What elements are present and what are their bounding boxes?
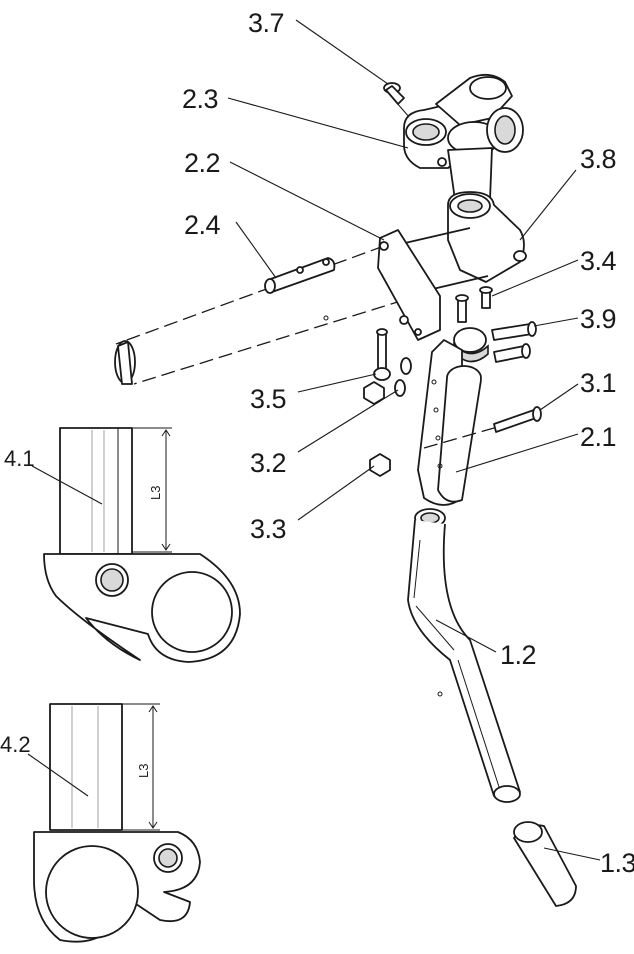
callout-2-1: 2.1: [580, 422, 616, 452]
part-3-8-stem-clamp: [447, 191, 527, 283]
dimension-l3-4-2: L3: [136, 764, 151, 778]
part-3-5-bolt: [373, 328, 391, 381]
leader-lines: [27, 19, 601, 861]
callout-labels: 3.7 2.3 2.2 2.4 3.8 3.4 3.9 3.5 3.1 3.2 …: [0, 8, 634, 878]
callout-4-2: 4.2: [0, 732, 31, 757]
callout-2-3: 2.3: [182, 84, 218, 114]
detail-4-1-clamp: [43, 427, 241, 663]
callout-3-8: 3.8: [580, 144, 616, 174]
part-3-9-bolts: [491, 321, 537, 363]
callout-2-2: 2.2: [184, 148, 220, 178]
part-3-3-nut: [369, 453, 391, 477]
part-2-2-tube: [114, 227, 489, 385]
part-3-7-bolt: [383, 82, 411, 119]
part-2-3-top-clamp: [403, 73, 524, 201]
callout-2-4: 2.4: [184, 210, 221, 240]
callout-4-1: 4.1: [4, 446, 35, 471]
callout-3-9: 3.9: [580, 304, 616, 334]
part-3-4-bolts: [455, 286, 493, 323]
callout-1-2: 1.2: [500, 640, 536, 670]
dimension-l3-4-1: L3: [148, 486, 163, 500]
detail-4-2-clamp: [33, 703, 201, 943]
part-2-1-upright: [417, 339, 482, 506]
part-1-3-end-cap: [513, 821, 577, 907]
part-3-2-washers: [363, 357, 412, 405]
callout-3-5: 3.5: [250, 384, 286, 414]
callout-3-7: 3.7: [248, 8, 284, 38]
callout-3-1: 3.1: [580, 368, 616, 398]
callout-3-3: 3.3: [250, 514, 286, 544]
part-1-2-bent-tube: [407, 508, 521, 803]
part-3-1-bolt: [423, 406, 542, 449]
callout-3-2: 3.2: [250, 448, 286, 478]
callout-3-4: 3.4: [580, 246, 617, 276]
part-2-4-pin: [264, 257, 336, 294]
callout-1-3: 1.3: [600, 848, 634, 878]
